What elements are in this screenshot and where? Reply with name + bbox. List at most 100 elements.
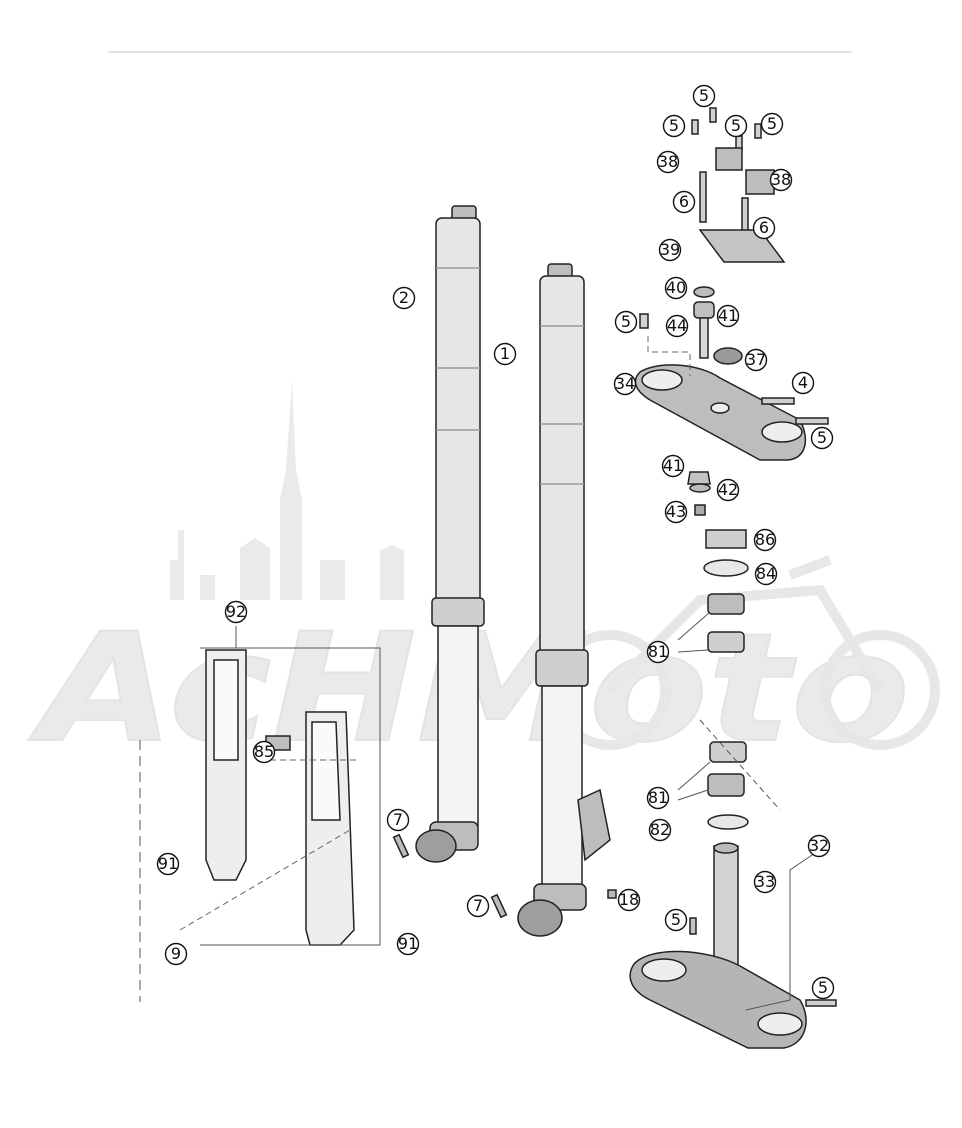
callout-label: 32 [809, 836, 829, 855]
callout-label: 38 [771, 170, 791, 189]
callout-5: 5 [662, 114, 686, 138]
callout-circle [252, 740, 276, 764]
callout-circle [811, 976, 835, 1000]
callout-label: 1 [500, 344, 510, 363]
watermark-skyline [170, 380, 404, 600]
callout-label: 5 [817, 428, 827, 447]
callout-86: 86 [753, 528, 777, 552]
callout-5: 5 [692, 84, 716, 108]
callout-4: 4 [791, 371, 815, 395]
callout-circle [769, 168, 793, 192]
callout-label: 18 [619, 890, 639, 909]
callout-circle [466, 894, 490, 918]
callout-81: 81 [646, 786, 670, 810]
callout-41: 41 [716, 304, 740, 328]
callout-label: 5 [699, 86, 709, 105]
callout-circle [807, 834, 831, 858]
callout-label: 44 [667, 316, 687, 335]
callout-circle [392, 286, 416, 310]
callout-label: 86 [755, 530, 775, 549]
callout-91: 91 [156, 852, 180, 876]
callout-43: 43 [664, 500, 688, 524]
callout-circle [164, 942, 188, 966]
callout-label: 41 [663, 456, 683, 475]
callout-38: 38 [656, 150, 680, 174]
callout-7: 7 [466, 894, 490, 918]
callout-circle [661, 454, 685, 478]
callout-5: 5 [810, 426, 834, 450]
dashed-leaders [179, 336, 691, 931]
callout-label: 34 [615, 374, 635, 393]
callout-40: 40 [664, 276, 688, 300]
callout-circle [658, 238, 682, 262]
callout-circle [224, 600, 248, 624]
callout-label: 41 [718, 306, 738, 325]
callout-label: 5 [671, 910, 681, 929]
callout-82: 82 [648, 818, 672, 842]
callout-circle [614, 310, 638, 334]
callout-5: 5 [664, 908, 688, 932]
callout-circle [493, 342, 517, 366]
callout-circle [656, 150, 680, 174]
callout-6: 6 [672, 190, 696, 214]
callout-41: 41 [661, 454, 685, 478]
callout-label: 81 [648, 642, 668, 661]
callout-circle [665, 314, 689, 338]
callout-label: 33 [755, 872, 775, 891]
callout-label: 84 [756, 564, 776, 583]
callout-label: 81 [648, 788, 668, 807]
axle-clamp-bolts [392, 833, 617, 919]
callout-circle [613, 372, 637, 396]
callout-1: 1 [493, 342, 517, 366]
callout-circle [716, 304, 740, 328]
callout-label: 7 [393, 810, 403, 829]
fork-leg-left [415, 205, 485, 863]
steering-bearings [703, 529, 749, 830]
callout-label: 92 [226, 602, 246, 621]
callout-33: 33 [753, 870, 777, 894]
callout-81: 81 [646, 640, 670, 664]
callout-circle [396, 932, 420, 956]
callout-label: 9 [171, 944, 181, 963]
callout-5: 5 [724, 114, 748, 138]
callout-circle [664, 276, 688, 300]
callout-label: 5 [767, 114, 777, 133]
callout-circle [810, 426, 834, 450]
callout-circle [386, 808, 410, 832]
callout-39: 39 [658, 238, 682, 262]
callout-circle [753, 870, 777, 894]
callout-circle [752, 216, 776, 240]
callout-label: 85 [254, 742, 274, 761]
lower-triple-clamp-assembly [629, 842, 837, 1049]
callout-label: 40 [666, 278, 686, 297]
callout-84: 84 [754, 562, 778, 586]
callout-92: 92 [224, 600, 248, 624]
callout-5: 5 [811, 976, 835, 1000]
callout-label: 38 [658, 152, 678, 171]
callout-circle [791, 371, 815, 395]
callout-label: 7 [473, 896, 483, 915]
callout-circle [724, 114, 748, 138]
callout-85: 85 [252, 740, 276, 764]
callout-circle [753, 528, 777, 552]
callout-circle [662, 114, 686, 138]
fork-leg-right [517, 263, 611, 937]
callout-5: 5 [760, 112, 784, 136]
stem-leader-lines [745, 852, 816, 1011]
callout-34: 34 [613, 372, 637, 396]
callout-label: 43 [666, 502, 686, 521]
callout-42: 42 [716, 478, 740, 502]
fork-guards [205, 649, 355, 946]
callout-circle [692, 84, 716, 108]
callout-circle [664, 908, 688, 932]
callout-label: 5 [818, 978, 828, 997]
callout-label: 6 [759, 218, 769, 237]
callout-circle [646, 640, 670, 664]
callout-label: 82 [650, 820, 670, 839]
callout-label: 91 [398, 934, 418, 953]
callout-circle [672, 190, 696, 214]
callout-91: 91 [396, 932, 420, 956]
callout-32: 32 [807, 834, 831, 858]
